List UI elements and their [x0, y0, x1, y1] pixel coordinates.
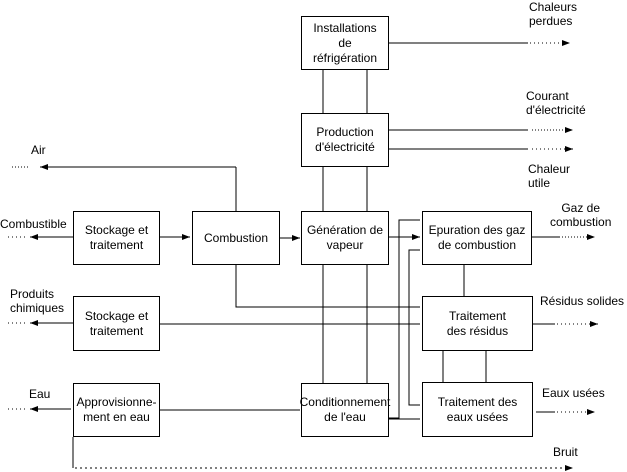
label-fuel: Combustible: [0, 217, 67, 231]
box-water-supply: Approvisionne- ment en eau: [73, 383, 160, 437]
label-chemicals: Produits chimiques: [10, 287, 65, 315]
label-flue-gas: Gaz de combustion: [550, 201, 612, 229]
label-water: Eau: [29, 387, 51, 401]
label-waste-heat: Chaleurs perdues: [529, 0, 578, 28]
box-combustion: Combustion: [192, 211, 280, 265]
box-chemical-storage: Stockage et traitement: [73, 296, 160, 351]
label-air: Air: [31, 143, 46, 157]
label-noise: Bruit: [553, 445, 578, 459]
box-electricity-production: Production d'électricité: [301, 113, 389, 167]
box-refrigeration: Installations de réfrigération: [301, 16, 389, 70]
box-water-conditioning: Conditionnement de l'eau: [300, 383, 390, 437]
box-gas-cleaning: Epuration des gaz de combustion: [422, 211, 532, 265]
box-residue-treatment: Traitement des résidus: [422, 296, 533, 351]
label-solid-residues: Résidus solides: [540, 294, 625, 308]
box-fuel-storage: Stockage et traitement: [73, 211, 160, 265]
label-waste-water: Eaux usées: [542, 386, 605, 400]
label-electric-current: Courant d'électricité: [526, 89, 586, 117]
box-wastewater-treatment: Traitement des eaux usées: [422, 382, 533, 437]
box-steam-generation: Génération de vapeur: [301, 211, 389, 265]
label-useful-heat: Chaleur utile: [528, 162, 571, 190]
